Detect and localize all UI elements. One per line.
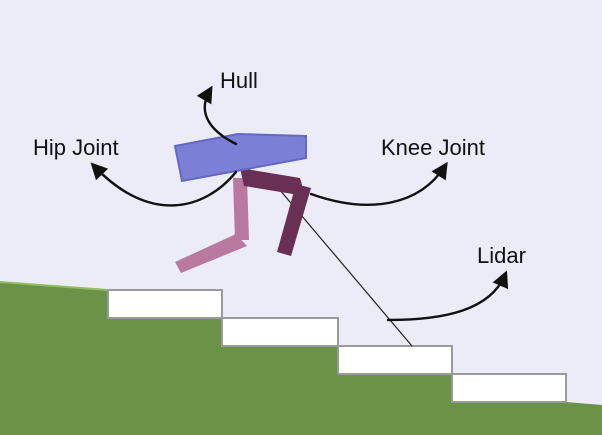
front-leg [240,168,311,256]
back-leg [175,178,249,273]
hip-joint-arrow [90,162,238,207]
stair-step-4 [451,373,567,403]
front-shin [277,184,311,256]
knee-joint-label: Knee Joint [381,135,485,160]
stair-step-2 [221,317,339,347]
hull-label: Hull [220,68,258,93]
hip-joint-label: Hip Joint [33,135,119,160]
stairs [107,289,567,403]
knee-joint-arrow [309,161,448,206]
back-thigh [233,178,249,240]
stair-step-3 [337,345,453,375]
front-thigh [240,168,305,196]
hull-body [173,132,307,183]
back-shin [175,234,247,273]
stair-step-1 [107,289,223,319]
ground-edge [0,281,109,291]
lidar-label: Lidar [477,243,526,268]
lidar-arrow [386,270,509,322]
hull-arrow [196,85,238,146]
